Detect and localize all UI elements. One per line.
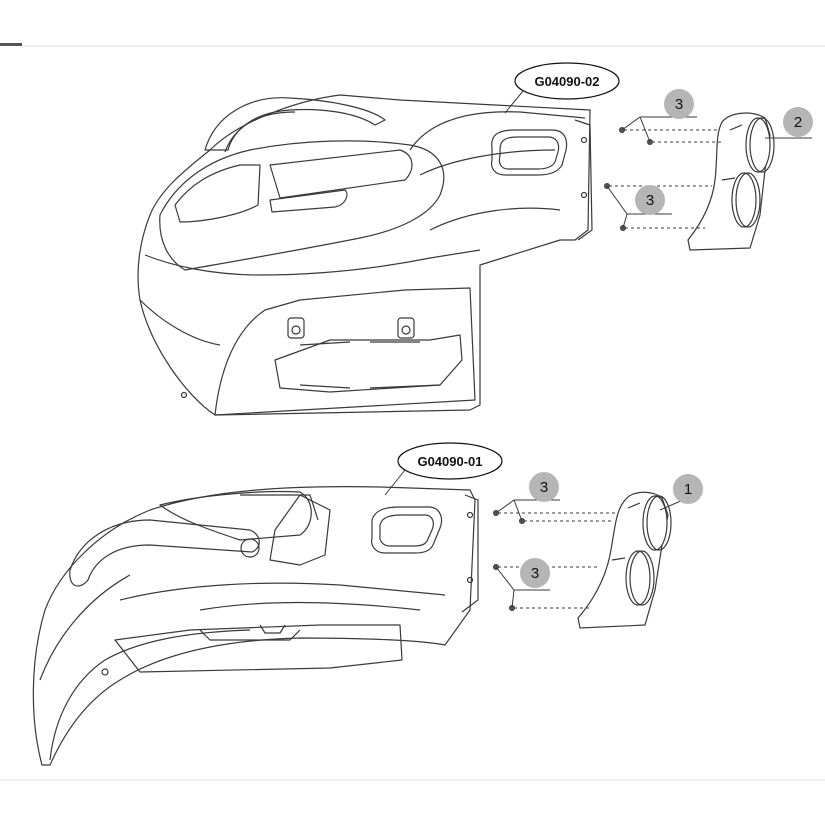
part-label-upper: G04090-02 <box>504 62 620 114</box>
callout-lower-3a-text: 3 <box>540 479 548 496</box>
part-number-upper: G04090-02 <box>534 74 599 89</box>
callout-upper-3a-text: 3 <box>675 96 683 113</box>
part-number-lower: G04090-01 <box>417 454 482 469</box>
upper-body-assembly <box>137 94 593 416</box>
part-label-lower: G04090-01 <box>384 442 503 496</box>
callout-lower-3a: 3 <box>529 472 559 502</box>
callout-lower-1: 1 <box>673 474 703 504</box>
callout-upper-3a: 3 <box>664 89 694 119</box>
frame-top-bar <box>0 43 22 46</box>
lower-body-assembly <box>32 485 479 766</box>
light-housing-2 <box>687 112 775 251</box>
callout-upper-3b-text: 3 <box>646 192 654 209</box>
callout-upper-2-text: 2 <box>794 114 802 131</box>
callout-upper-3b: 3 <box>635 185 665 215</box>
callout-lower-3b-text: 3 <box>531 565 539 582</box>
light-housing-1 <box>577 491 672 629</box>
callout-lower-1-text: 1 <box>684 481 692 498</box>
callout-lower-3b: 3 <box>520 558 550 588</box>
callout-upper-2: 2 <box>783 107 813 137</box>
upper-screws <box>604 116 812 231</box>
